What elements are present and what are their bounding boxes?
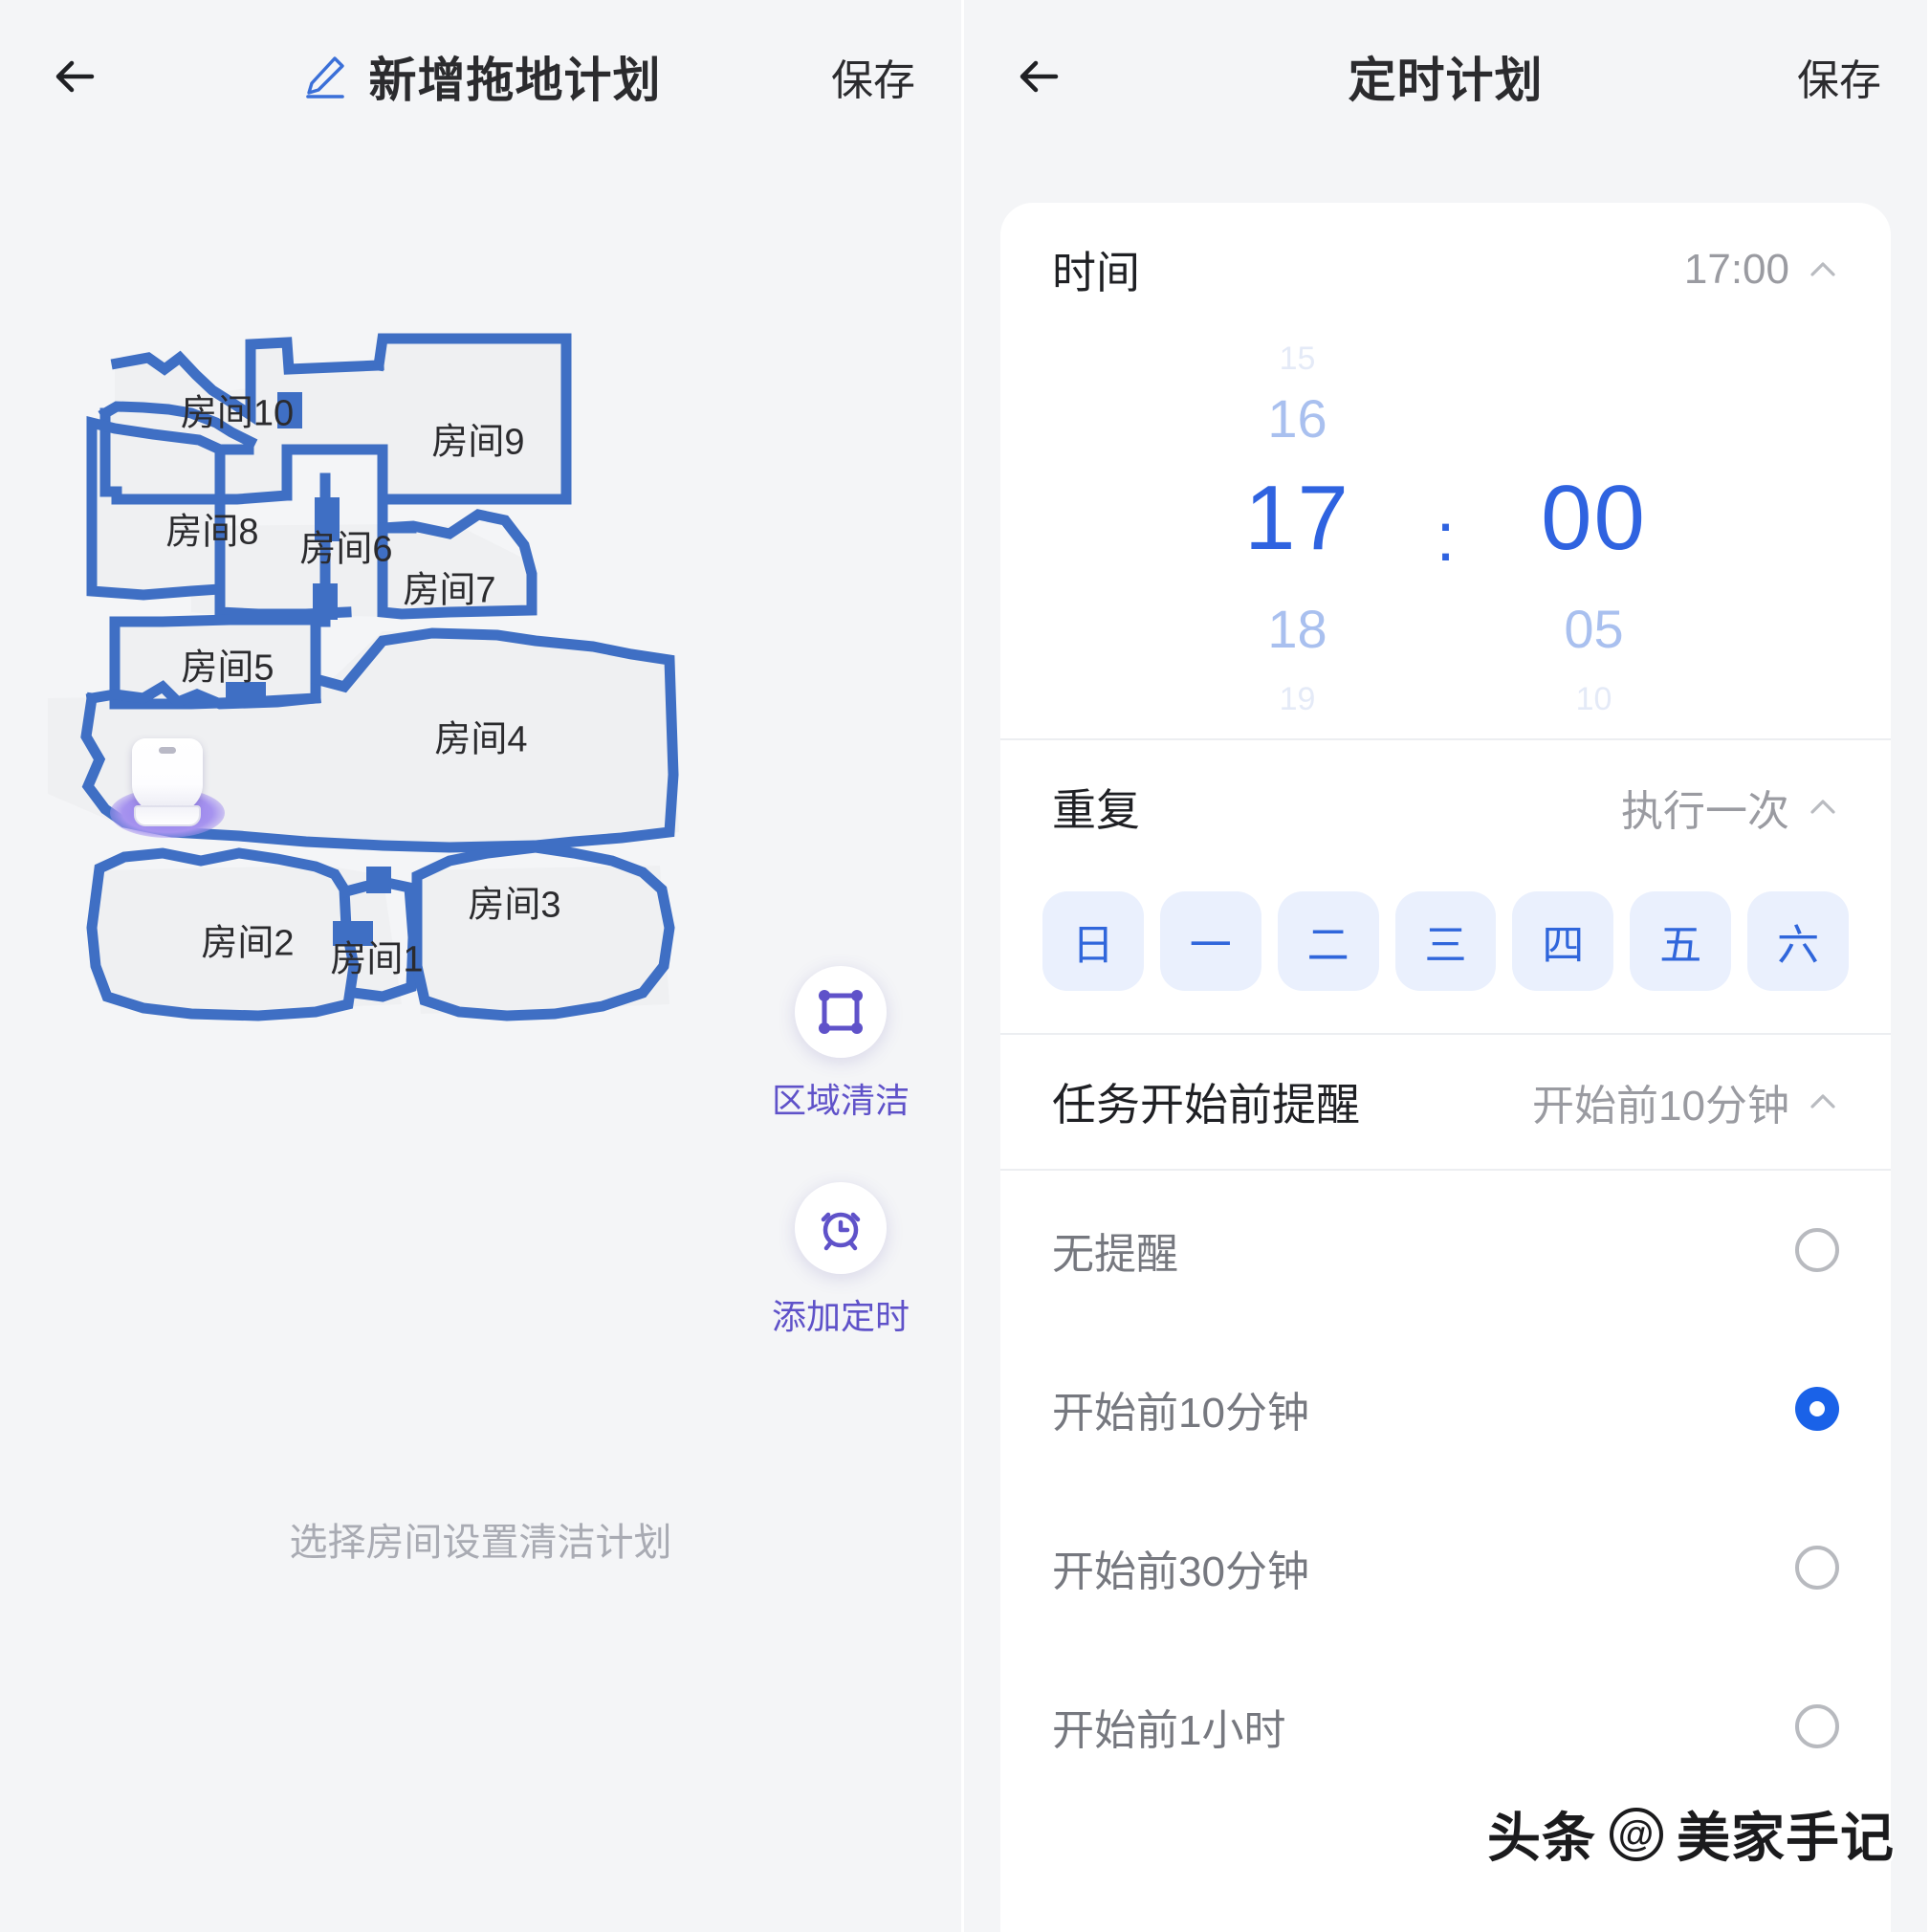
chevron-up-icon [1807, 1086, 1839, 1118]
weekday-chip-wed[interactable]: 三 [1394, 891, 1497, 991]
hour-faint-top: 15 [1279, 340, 1316, 377]
time-value-group: 17:00 [1684, 246, 1839, 294]
back-arrow-icon[interactable] [1008, 41, 1079, 112]
zone-clean-label: 区域清洁 [771, 1081, 910, 1120]
add-schedule-label: 添加定时 [771, 1297, 910, 1336]
room-label[interactable]: 房间6 [299, 529, 393, 570]
back-arrow-icon[interactable] [44, 41, 115, 112]
weekday-chip-sat[interactable]: 六 [1747, 891, 1850, 991]
divider [1000, 1169, 1891, 1171]
weekday-chip-thu[interactable]: 四 [1512, 891, 1614, 991]
reminder-label: 任务开始前提醒 [1052, 1080, 1360, 1130]
schedule-card: 时间 17:00 15 16 17 18 19 [1000, 203, 1891, 1932]
map-walls [80, 333, 679, 1021]
room-label[interactable]: 房间8 [165, 512, 259, 553]
reminder-value-group: 开始前10分钟 [1532, 1071, 1839, 1132]
add-schedule-button[interactable]: 添加定时 [772, 1182, 910, 1339]
room-label[interactable]: 房间4 [434, 719, 528, 760]
page-title: 新增拖地计划 [368, 54, 662, 107]
reminder-option-label: 开始前1小时 [1052, 1707, 1286, 1754]
right-screen-schedule: 定时计划 保存 时间 17:00 15 [964, 0, 1927, 1932]
map-rooms [48, 340, 679, 1014]
radio-button[interactable] [1795, 1704, 1839, 1748]
hour-column[interactable]: 15 16 17 18 19 [1188, 342, 1408, 733]
reminder-option-30min[interactable]: 开始前30分钟 [1000, 1488, 1891, 1647]
radio-button[interactable] [1795, 1546, 1839, 1590]
zone-clean-icon [794, 966, 887, 1058]
alarm-clock-icon [794, 1182, 887, 1274]
robot-body [132, 738, 203, 813]
repeat-value: 执行一次 [1621, 788, 1789, 835]
hour-dim-top: 16 [1267, 388, 1327, 449]
minute-selected: 00 [1541, 467, 1647, 569]
weekday-chip-tue[interactable]: 二 [1277, 891, 1379, 991]
room-label[interactable]: 房间3 [468, 885, 561, 926]
time-wheel-picker[interactable]: 15 16 17 18 19 : 00 05 10 [1000, 337, 1891, 738]
reminder-option-1hour[interactable]: 开始前1小时 [1000, 1647, 1891, 1806]
time-colon: : [1436, 499, 1456, 576]
reminder-option-label: 无提醒 [1052, 1231, 1178, 1278]
time-value: 17:00 [1683, 246, 1789, 293]
robot-base [134, 805, 201, 826]
radio-button[interactable] [1795, 1228, 1839, 1272]
repeat-row[interactable]: 重复 执行一次 [1000, 740, 1891, 874]
hour-selected: 17 [1244, 467, 1350, 569]
room-label[interactable]: 房间7 [403, 570, 496, 611]
reminder-option-10min[interactable]: 开始前10分钟 [1000, 1329, 1891, 1488]
hour-dim-bottom: 18 [1267, 599, 1327, 659]
divider [1000, 738, 1891, 740]
save-button[interactable]: 保存 [831, 57, 915, 104]
minute-dim-bottom: 05 [1564, 599, 1624, 659]
minute-faint-bottom: 10 [1575, 681, 1612, 717]
repeat-label: 重复 [1052, 785, 1140, 835]
save-button[interactable]: 保存 [1797, 57, 1881, 104]
hour-faint-bottom: 19 [1279, 681, 1316, 717]
reminder-row[interactable]: 任务开始前提醒 开始前10分钟 [1000, 1035, 1891, 1169]
reminder-option-none[interactable]: 无提醒 [1000, 1171, 1891, 1329]
pencil-icon [300, 53, 348, 100]
zone-clean-button[interactable]: 区域清洁 [772, 966, 910, 1123]
time-label: 时间 [1052, 248, 1140, 297]
room-label[interactable]: 房间2 [201, 923, 295, 964]
chevron-up-icon [1807, 253, 1839, 286]
radio-button-selected[interactable] [1795, 1387, 1839, 1431]
weekday-chip-row: 日 一 二 三 四 五 六 [1000, 874, 1891, 1033]
floor-map[interactable]: 房间10 房间9 房间8 房间6 房间7 房间5 房间4 房间3 房间2 房间1 [0, 163, 964, 1358]
weekday-chip-sun[interactable]: 日 [1042, 891, 1144, 991]
left-screen-add-mop-plan: 新增拖地计划 保存 [0, 0, 964, 1932]
reminder-option-label: 开始前30分钟 [1052, 1548, 1309, 1595]
page-title: 定时计划 [1348, 54, 1544, 107]
chevron-up-icon [1807, 791, 1839, 823]
watermark-brand: 头条 [1487, 1808, 1596, 1868]
left-header: 新增拖地计划 保存 [0, 0, 961, 153]
repeat-value-group: 执行一次 [1621, 777, 1839, 838]
map-action-buttons: 区域清洁 添加定时 [755, 966, 927, 1339]
weekday-chip-mon[interactable]: 一 [1159, 891, 1261, 991]
minute-column[interactable]: 00 05 10 [1484, 342, 1704, 733]
watermark-at-icon: @ [1610, 1807, 1663, 1861]
robot-sensor [159, 747, 176, 754]
room-label[interactable]: 房间1 [330, 939, 424, 980]
right-header-title-group: 定时计划 [964, 0, 1927, 153]
time-row[interactable]: 时间 17:00 [1000, 203, 1891, 337]
floor-map-svg [48, 333, 679, 1021]
watermark: 头条 @ 美家手记 [1487, 1795, 1895, 1873]
room-label[interactable]: 房间10 [180, 393, 295, 434]
reminder-value: 开始前10分钟 [1532, 1083, 1789, 1130]
map-hint-text: 选择房间设置清洁计划 [289, 1522, 672, 1564]
map-doorways [226, 392, 391, 946]
weekday-chip-fri[interactable]: 五 [1630, 891, 1732, 991]
divider [1000, 1033, 1891, 1035]
left-header-title-group: 新增拖地计划 [0, 0, 961, 153]
robot-vacuum-icon[interactable] [96, 736, 239, 842]
watermark-account: 美家手记 [1677, 1808, 1895, 1868]
right-header: 定时计划 保存 [964, 0, 1927, 153]
room-label[interactable]: 房间5 [181, 648, 274, 689]
room-label[interactable]: 房间9 [431, 422, 525, 463]
reminder-option-label: 开始前10分钟 [1052, 1390, 1309, 1437]
